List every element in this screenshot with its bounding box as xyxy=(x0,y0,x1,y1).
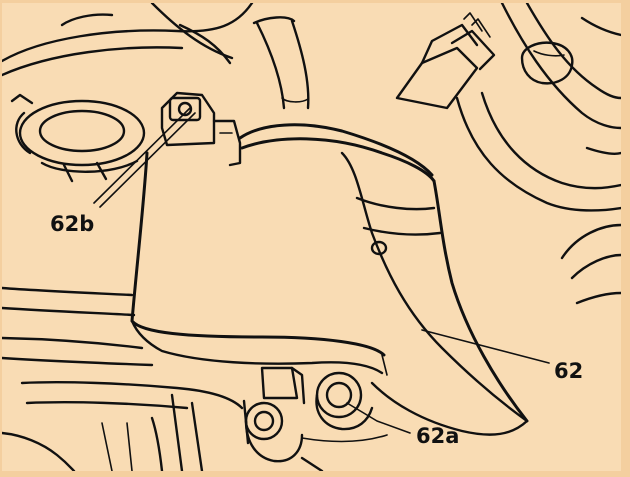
left-reservoir-cap xyxy=(10,93,146,183)
illustration-background xyxy=(2,3,621,471)
hose-connector xyxy=(395,12,496,110)
callout-label-62b: 62b xyxy=(50,212,94,236)
right-housing xyxy=(560,223,621,305)
right-hoses xyxy=(455,3,621,212)
mounting-bolts xyxy=(242,366,388,471)
leader-lines xyxy=(93,107,550,434)
lower-engine-parts xyxy=(2,286,244,471)
sensor-plug xyxy=(160,91,242,167)
leader-line-62a xyxy=(346,402,411,434)
washer-tank xyxy=(130,123,529,436)
engine-bay-illustration: 62b 62 62a xyxy=(2,3,621,471)
background-hoses xyxy=(2,3,310,110)
leader-line-62b xyxy=(93,107,191,204)
leader-line-62b-secondary xyxy=(99,112,196,208)
leader-line-62 xyxy=(421,329,550,364)
callout-label-62a: 62a xyxy=(416,424,459,448)
callout-label-62: 62 xyxy=(554,359,583,383)
